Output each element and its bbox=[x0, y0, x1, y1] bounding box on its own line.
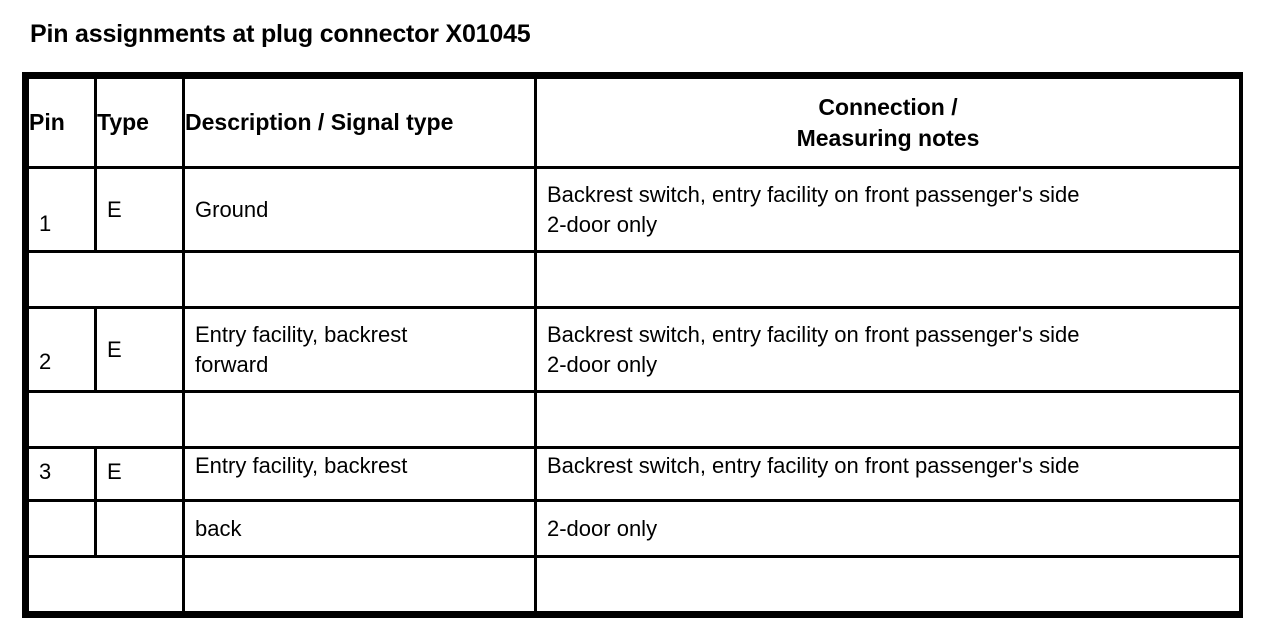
column-header-connection-line1: Connection / bbox=[818, 93, 958, 120]
cell-type: E bbox=[94, 446, 185, 502]
cell-description-empty bbox=[182, 250, 537, 309]
table-row-empty bbox=[26, 555, 1242, 614]
cell-description: Entry facility, backrest forward bbox=[182, 306, 537, 393]
cell-connection: Backrest switch, entry facility on front… bbox=[534, 166, 1242, 253]
cell-connection: Backrest switch, entry facility on front… bbox=[534, 306, 1242, 393]
table-row: 1 E Ground Backrest switch, entry facili… bbox=[26, 166, 1242, 253]
type-value: E bbox=[107, 459, 122, 484]
table-row-continuation: back 2-door only bbox=[26, 499, 1242, 558]
cell-type bbox=[94, 499, 185, 558]
connection-value: Backrest switch, entry facility on front… bbox=[547, 182, 1080, 237]
connection-value: 2-door only bbox=[547, 515, 658, 541]
cell-connection-empty bbox=[534, 390, 1242, 449]
description-value: Entry facility, backrest forward bbox=[195, 322, 408, 377]
cell-pin: 3 bbox=[26, 446, 97, 502]
cell-type: E bbox=[94, 306, 185, 393]
pin-value: 2 bbox=[39, 348, 52, 374]
column-header-description: Description / Signal type bbox=[182, 76, 537, 169]
type-value: E bbox=[107, 336, 122, 362]
description-value: Ground bbox=[195, 196, 269, 222]
cell-pin-type-empty bbox=[26, 390, 185, 449]
pin-assignment-table: Pin Type Description / Signal type Conne… bbox=[22, 72, 1243, 618]
cell-pin bbox=[26, 499, 97, 558]
table-row-empty bbox=[26, 390, 1242, 449]
cell-description: back bbox=[182, 499, 537, 558]
cell-description: Ground bbox=[182, 166, 537, 253]
pin-assignment-table-grid: Pin Type Description / Signal type Conne… bbox=[26, 76, 1242, 614]
column-header-pin: Pin bbox=[26, 76, 97, 169]
pin-value: 3 bbox=[39, 459, 52, 484]
cell-connection-empty bbox=[534, 250, 1242, 309]
table-row: 2 E Entry facility, backrest forward Bac… bbox=[26, 306, 1242, 393]
cell-type: E bbox=[94, 166, 185, 253]
cell-pin: 1 bbox=[26, 166, 97, 253]
cell-pin-type-empty bbox=[26, 555, 185, 614]
column-header-connection: Connection / Measuring notes bbox=[534, 76, 1242, 169]
column-header-type: Type bbox=[94, 76, 185, 169]
connection-value: Backrest switch, entry facility on front… bbox=[547, 453, 1080, 478]
description-value: back bbox=[195, 515, 242, 541]
description-value: Entry facility, backrest bbox=[195, 453, 408, 478]
cell-connection: Backrest switch, entry facility on front… bbox=[534, 446, 1242, 502]
connection-clip-box: Backrest switch, entry facility on front… bbox=[539, 451, 1238, 498]
description-clip-box: Entry facility, backrest bbox=[187, 451, 533, 498]
cell-connection-empty bbox=[534, 555, 1242, 614]
type-value: E bbox=[107, 196, 122, 222]
cell-description-empty bbox=[182, 555, 537, 614]
cell-pin: 2 bbox=[26, 306, 97, 393]
table-header-row: Pin Type Description / Signal type Conne… bbox=[26, 76, 1242, 169]
cell-description-empty bbox=[182, 390, 537, 449]
cell-description: Entry facility, backrest bbox=[182, 446, 537, 502]
cell-pin-type-empty bbox=[26, 250, 185, 309]
cell-connection: 2-door only bbox=[534, 499, 1242, 558]
table-row-clipped: 3 E Entry facility, backrest Backrest sw… bbox=[26, 446, 1242, 502]
pin-value: 1 bbox=[39, 210, 52, 236]
table-row-empty bbox=[26, 250, 1242, 309]
page-title: Pin assignments at plug connector X01045 bbox=[30, 19, 531, 48]
column-header-connection-line2: Measuring notes bbox=[796, 124, 980, 151]
connection-value: Backrest switch, entry facility on front… bbox=[547, 322, 1080, 377]
